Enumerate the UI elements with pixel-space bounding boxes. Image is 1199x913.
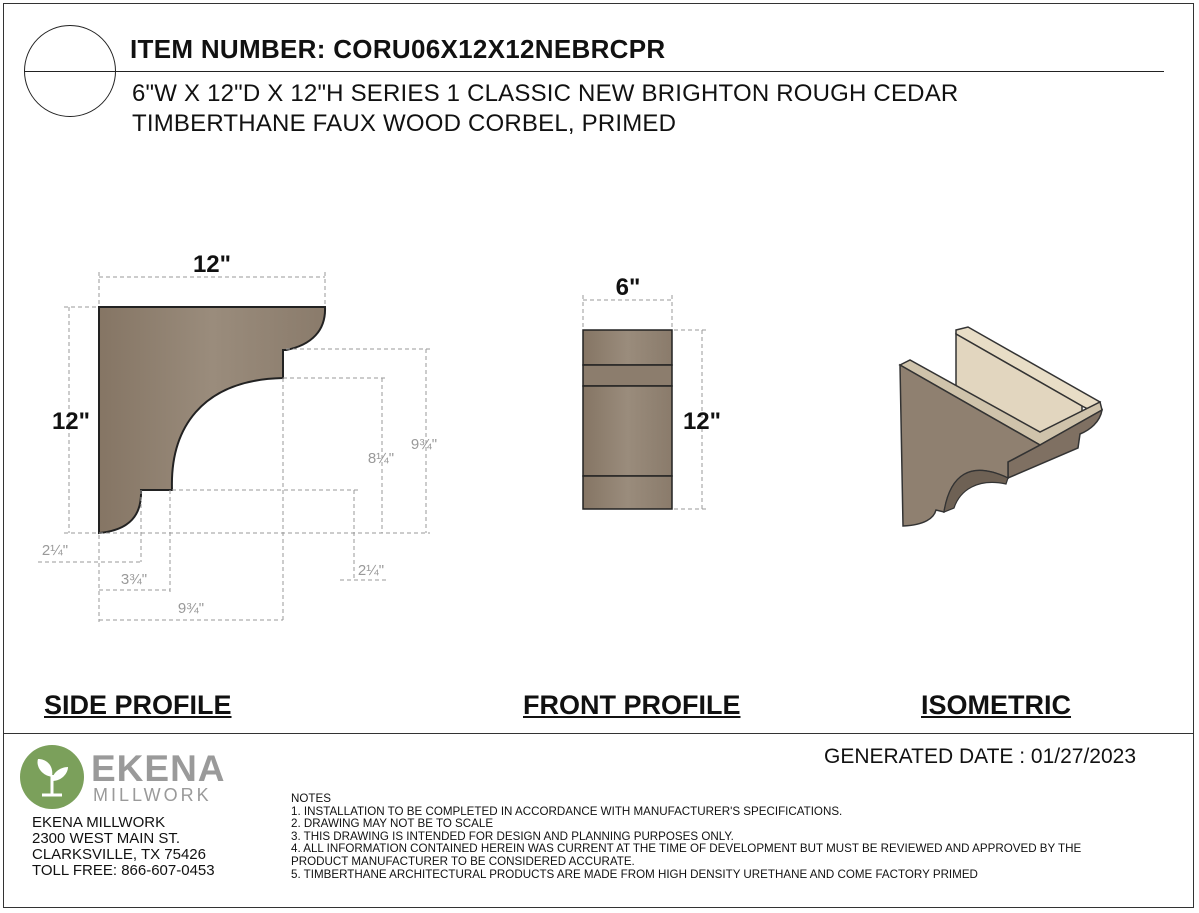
front-profile-drawing: 6" 12" (582, 274, 721, 510)
front-width-label: 6" (616, 274, 641, 301)
isometric-drawing (898, 326, 1103, 527)
drawing-frame (3, 3, 1194, 908)
dim-2-1-4-right-label: 2¼" (358, 562, 384, 579)
dim-3-3-4-label: 3¾" (121, 571, 147, 588)
address-line-1: 2300 WEST MAIN ST. (32, 830, 181, 847)
note-item: 3. THIS DRAWING IS INTENDED FOR DESIGN A… (291, 829, 734, 843)
iso-underside (943, 469, 1009, 513)
title-circle-divider (24, 71, 116, 72)
iso-end-face (1007, 408, 1103, 480)
description-line-1: 6"W X 12"D X 12"H SERIES 1 CLASSIC NEW B… (132, 80, 959, 107)
side-width-label: 12" (193, 251, 231, 278)
dim-9-3-4-vertical-label: 9¾" (411, 436, 437, 453)
isometric-title: ISOMETRIC (921, 690, 1072, 720)
dim-8-1-4-label: 8¼" (368, 450, 394, 467)
brand-subtitle: MILLWORK (93, 785, 212, 805)
generated-date: GENERATED DATE : 01/27/2023 (824, 745, 1137, 768)
note-item: 5. TIMBERTHANE ARCHITECTURAL PRODUCTS AR… (291, 867, 978, 881)
side-height-label: 12" (52, 408, 90, 435)
note-item: 2. DRAWING MAY NOT BE TO SCALE (291, 817, 494, 831)
note-item: 4. ALL INFORMATION CONTAINED HEREIN WAS … (291, 842, 1082, 856)
phone: TOLL FREE: 866-607-0453 (32, 862, 215, 879)
front-middle-block (582, 385, 673, 477)
front-profile-title: FRONT PROFILE (523, 690, 741, 720)
footer-rule (3, 733, 1194, 734)
note-item: 1. INSTALLATION TO BE COMPLETED IN ACCOR… (291, 804, 843, 818)
title-rule (116, 71, 1164, 72)
dim-2-1-4-left-label: 2¼" (42, 542, 68, 559)
front-lower-block (582, 475, 673, 510)
company-name: EKENA MILLWORK (32, 814, 166, 831)
address-line-2: CLARKSVILLE, TX 75426 (32, 846, 206, 863)
side-profile-shape (98, 306, 327, 535)
front-top-band (582, 364, 673, 387)
front-height-label: 12" (683, 408, 721, 435)
dim-9-3-4-horizontal-label: 9¾" (178, 600, 204, 617)
side-profile-title: SIDE PROFILE (44, 690, 232, 720)
side-profile-drawing: 12" 12" 9¾" 8¼" 2¼" 2¼" 3¾" 9¾" (38, 251, 437, 622)
brand-name: EKENA (91, 748, 226, 789)
note-item: PRODUCT MANUFACTURER TO BE CONSIDERED AC… (291, 854, 635, 868)
item-number: ITEM NUMBER: CORU06X12X12NEBRCPR (130, 34, 666, 64)
notes-title: NOTES (291, 792, 331, 805)
notes-block: NOTES 1. INSTALLATION TO BE COMPLETED IN… (291, 792, 1082, 881)
ekena-logo-icon (20, 745, 84, 809)
front-upper-block (582, 329, 673, 366)
description-line-2: TIMBERTHANE FAUX WOOD CORBEL, PRIMED (132, 110, 677, 137)
